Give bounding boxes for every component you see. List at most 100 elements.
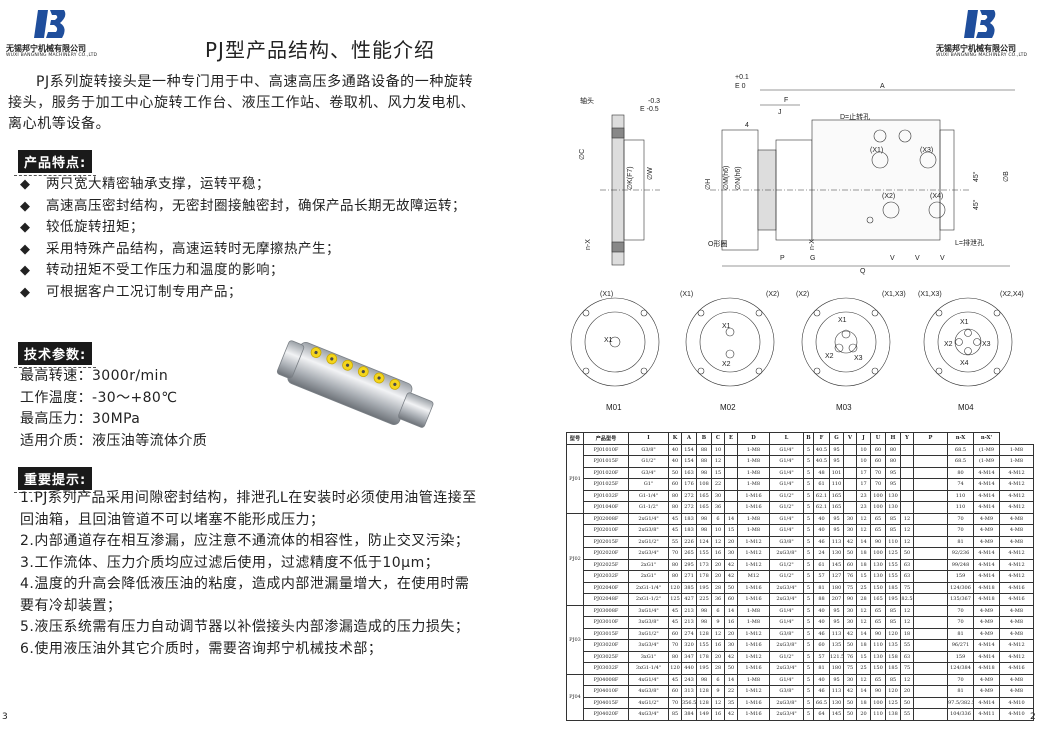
- feature-item: 采用特殊产品结构，高速运转时无摩擦热产生；: [20, 239, 480, 261]
- table-cell: 50: [724, 662, 738, 675]
- svg-text:(X1): (X1): [600, 291, 613, 298]
- table-cell: 178: [696, 650, 712, 663]
- table-cell: 165: [870, 593, 886, 606]
- svg-text:P: P: [780, 255, 785, 262]
- table-cell: [913, 696, 948, 709]
- table-cell: PJ04010F: [583, 685, 629, 698]
- table-cell: 46: [813, 627, 830, 640]
- svg-text:(X2): (X2): [766, 291, 779, 298]
- svg-text:X1: X1: [838, 317, 847, 324]
- table-cell: 5: [803, 662, 814, 675]
- table-cell: 4-M11: [973, 708, 1000, 721]
- table-cell: 183: [681, 524, 697, 537]
- table-cell: 70: [947, 616, 974, 629]
- table-cell: 17: [856, 466, 871, 479]
- table-cell: 74: [947, 478, 974, 491]
- table-cell: 80: [668, 650, 682, 663]
- svg-text:∅H: ∅H: [705, 179, 712, 190]
- svg-text:X3: X3: [854, 355, 863, 362]
- table-cell: 150: [870, 581, 886, 594]
- table-cell: 85: [885, 673, 901, 686]
- table-cell: 4-M18: [973, 662, 1000, 675]
- table-cell: 12: [711, 455, 725, 468]
- table-cell: 1-M12: [737, 627, 770, 640]
- svg-text:45°: 45°: [972, 199, 980, 210]
- table-cell: 55: [900, 708, 914, 721]
- table-cell: 145: [829, 708, 844, 721]
- table-cell: 108: [696, 478, 712, 491]
- table-cell: 50: [843, 708, 857, 721]
- table-cell: 14: [724, 604, 738, 617]
- table-cell: 98: [696, 512, 712, 525]
- table-cell: 20: [856, 708, 871, 721]
- table-header-cell: Y: [900, 432, 914, 445]
- feature-item: 高速高压密封结构，无密封圈接触密封，确保产品长期无故障运转；: [20, 196, 480, 218]
- bangning-logo-icon: [34, 10, 66, 38]
- stop-hole-label: D=止转孔: [840, 112, 870, 121]
- table-cell: PJ01040F: [583, 501, 629, 514]
- end-view-m03: (X2) (X1,X3) X1 X2 X3 M03: [796, 291, 906, 412]
- table-cell: 5: [803, 512, 814, 525]
- table-cell: 127: [829, 570, 844, 583]
- table-cell: 14: [724, 512, 738, 525]
- svg-text:∅W: ∅W: [647, 167, 654, 180]
- table-cell: 22: [711, 478, 725, 491]
- table-cell: 95: [829, 443, 844, 456]
- table-cell: 70: [947, 524, 974, 537]
- note-item: 6.使用液压油外其它介质时，需要咨询邦宁机械技术部；: [20, 640, 383, 657]
- tech-param-row: 最高转速：3000r/min: [20, 368, 169, 384]
- table-header-cell: P: [913, 432, 948, 445]
- note-item: 3.工作流体、压力介质均应过滤后使用，过滤精度不低于10μm；: [20, 554, 440, 571]
- table-cell: 4-M9: [973, 604, 1000, 617]
- table-cell: PJ01015F: [583, 455, 629, 468]
- table-cell: [913, 478, 948, 491]
- table-cell: 4-M18: [973, 593, 1000, 606]
- table-cell: 28: [711, 581, 725, 594]
- table-cell: [724, 466, 738, 479]
- svg-text:M01: M01: [606, 403, 622, 412]
- table-cell: 110: [885, 535, 901, 548]
- table-cell: 1-M16: [737, 696, 770, 709]
- table-cell: 4xG1/4": [628, 673, 669, 686]
- svg-text:F: F: [784, 97, 788, 104]
- table-cell: [843, 443, 857, 456]
- notes-list: 1.PJ系列产品采用间隙密封结构，排泄孔L在安装时必须使用油管连接至回油箱，且回…: [20, 488, 482, 660]
- table-cell: [843, 455, 857, 468]
- table-cell: 130: [870, 558, 886, 571]
- table-cell: G1": [628, 478, 669, 491]
- table-cell: 68.5: [947, 455, 974, 468]
- table-cell: 70: [947, 604, 974, 617]
- table-cell: 25: [856, 662, 871, 675]
- svg-text:∅M(h6): ∅M(h6): [723, 166, 730, 190]
- table-cell: G1/2": [769, 489, 804, 502]
- table-cell: 130: [829, 696, 844, 709]
- feature-item: 转动扭矩不受工作压力和温度的影响；: [20, 260, 480, 282]
- table-cell: 70: [947, 673, 974, 686]
- table-cell: 4-M8: [999, 524, 1034, 537]
- table-cell: 23: [856, 501, 871, 514]
- table-cell: [913, 455, 948, 468]
- table-cell: 385: [681, 581, 697, 594]
- table-cell: 28: [711, 662, 725, 675]
- table-cell: 2xG1/4": [628, 512, 669, 525]
- table-cell: 4-M12: [999, 489, 1034, 502]
- table-cell: 16: [711, 547, 725, 560]
- table-cell: 42: [724, 558, 738, 571]
- table-cell: 128: [696, 685, 712, 698]
- table-cell: 4-M14: [973, 547, 1000, 560]
- features-heading: 产品特点:: [13, 150, 97, 176]
- table-cell: 4-M14: [973, 696, 1000, 709]
- table-cell: 5: [803, 547, 814, 560]
- table-cell: 195: [885, 593, 901, 606]
- bangning-logo-icon: [964, 10, 996, 38]
- table-cell: 5: [803, 535, 814, 548]
- table-cell: 3xG1/4": [628, 604, 669, 617]
- table-cell: 2xG3/4": [769, 593, 804, 606]
- table-cell: 12: [856, 512, 871, 525]
- table-cell: [913, 501, 948, 514]
- company-logo-left: 无锡邦宁机械有限公司 WUXI BANGNING MACHINERY CO.,L…: [6, 6, 101, 58]
- table-cell: 64: [813, 708, 830, 721]
- table-cell: 42: [724, 570, 738, 583]
- table-cell: 50: [900, 696, 914, 709]
